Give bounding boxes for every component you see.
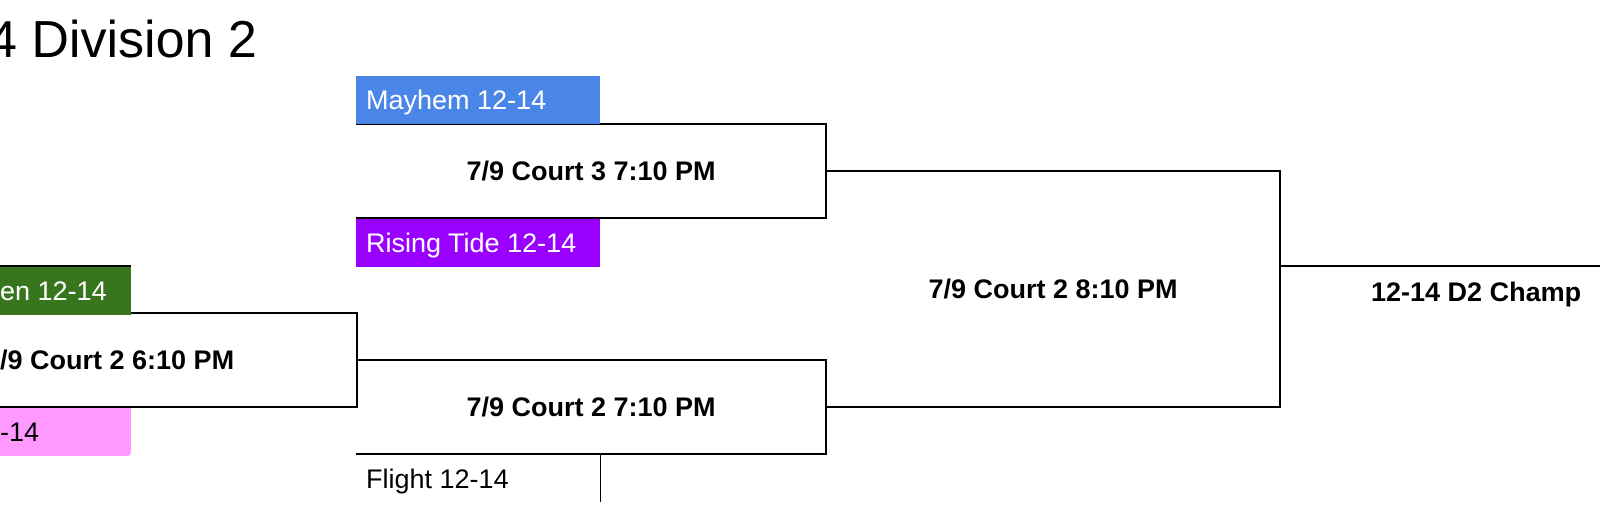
team-rising-tide-label: Rising Tide 12-14: [366, 228, 577, 258]
final-bracket-line: [826, 170, 1281, 408]
match-semi-bottom: 7/9 Court 2 7:10 PM: [466, 392, 716, 422]
match-round1: /9 Court 2 6:10 PM: [0, 345, 235, 375]
team-green[interactable]: en 12-14: [0, 267, 131, 315]
team-green-label: en 12-14: [0, 276, 107, 306]
match-semi-top: 7/9 Court 3 7:10 PM: [466, 156, 716, 186]
team-pink[interactable]: -14: [0, 408, 131, 456]
team-flight-label: Flight 12-14: [366, 464, 509, 494]
match-final: 7/9 Court 2 8:10 PM: [928, 274, 1178, 304]
team-rising-tide[interactable]: Rising Tide 12-14: [356, 219, 600, 267]
team-pink-label: -14: [0, 417, 40, 447]
bracket-title: 4 Division 2: [0, 11, 257, 69]
team-flight[interactable]: Flight 12-14: [356, 455, 600, 503]
team-mayhem[interactable]: Mayhem 12-14: [356, 76, 600, 124]
team-mayhem-label: Mayhem 12-14: [366, 85, 547, 115]
champion-label: 12-14 D2 Champ: [1371, 277, 1582, 307]
